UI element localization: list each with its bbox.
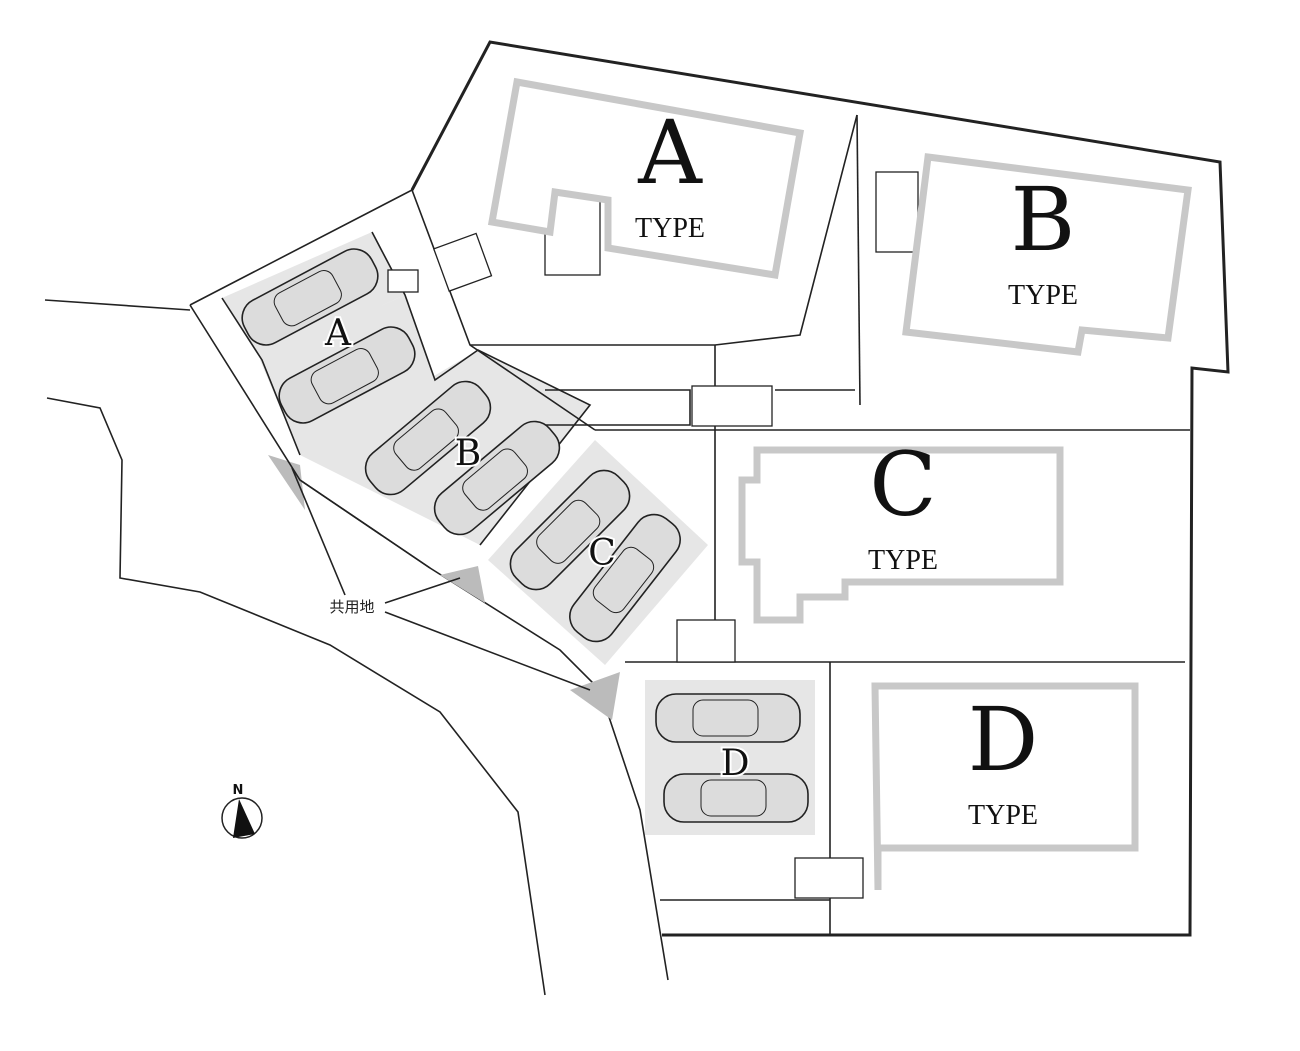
lot-d-type: TYPE [968, 800, 1038, 831]
car-icon [509, 469, 631, 591]
cars [241, 248, 809, 823]
parking-a-label: A [324, 313, 352, 354]
stairs [387, 171, 919, 899]
common-area-leaders [291, 467, 591, 691]
lot-a-letter: A [637, 101, 703, 204]
lot-d-letter: D [968, 688, 1039, 791]
lot-a-type: TYPE [635, 213, 705, 244]
car-icon [663, 773, 809, 823]
svg-text:N: N [233, 783, 244, 798]
car-icon [278, 326, 416, 424]
building-b [902, 153, 1192, 356]
parking-c-label: C [588, 533, 616, 574]
building-d [871, 682, 1139, 891]
car-icon [433, 420, 561, 536]
lot-c-letter: C [869, 433, 936, 536]
parking-d-label: D [721, 743, 750, 784]
common-area-label: 共用地 [329, 598, 374, 616]
car-icon [364, 380, 492, 496]
common-areas [268, 455, 620, 720]
lot-b-type: TYPE [1008, 280, 1078, 311]
lot-c-type: TYPE [868, 545, 938, 576]
building-a [487, 77, 805, 280]
car-icon [241, 248, 379, 346]
buildings [487, 77, 1192, 891]
car-icon [569, 513, 681, 643]
car-icon [655, 693, 801, 743]
lot-b-letter: B [1011, 168, 1076, 271]
north-compass-icon: N [221, 783, 263, 839]
building-c [738, 446, 1064, 624]
parking-b-label: B [455, 433, 481, 474]
